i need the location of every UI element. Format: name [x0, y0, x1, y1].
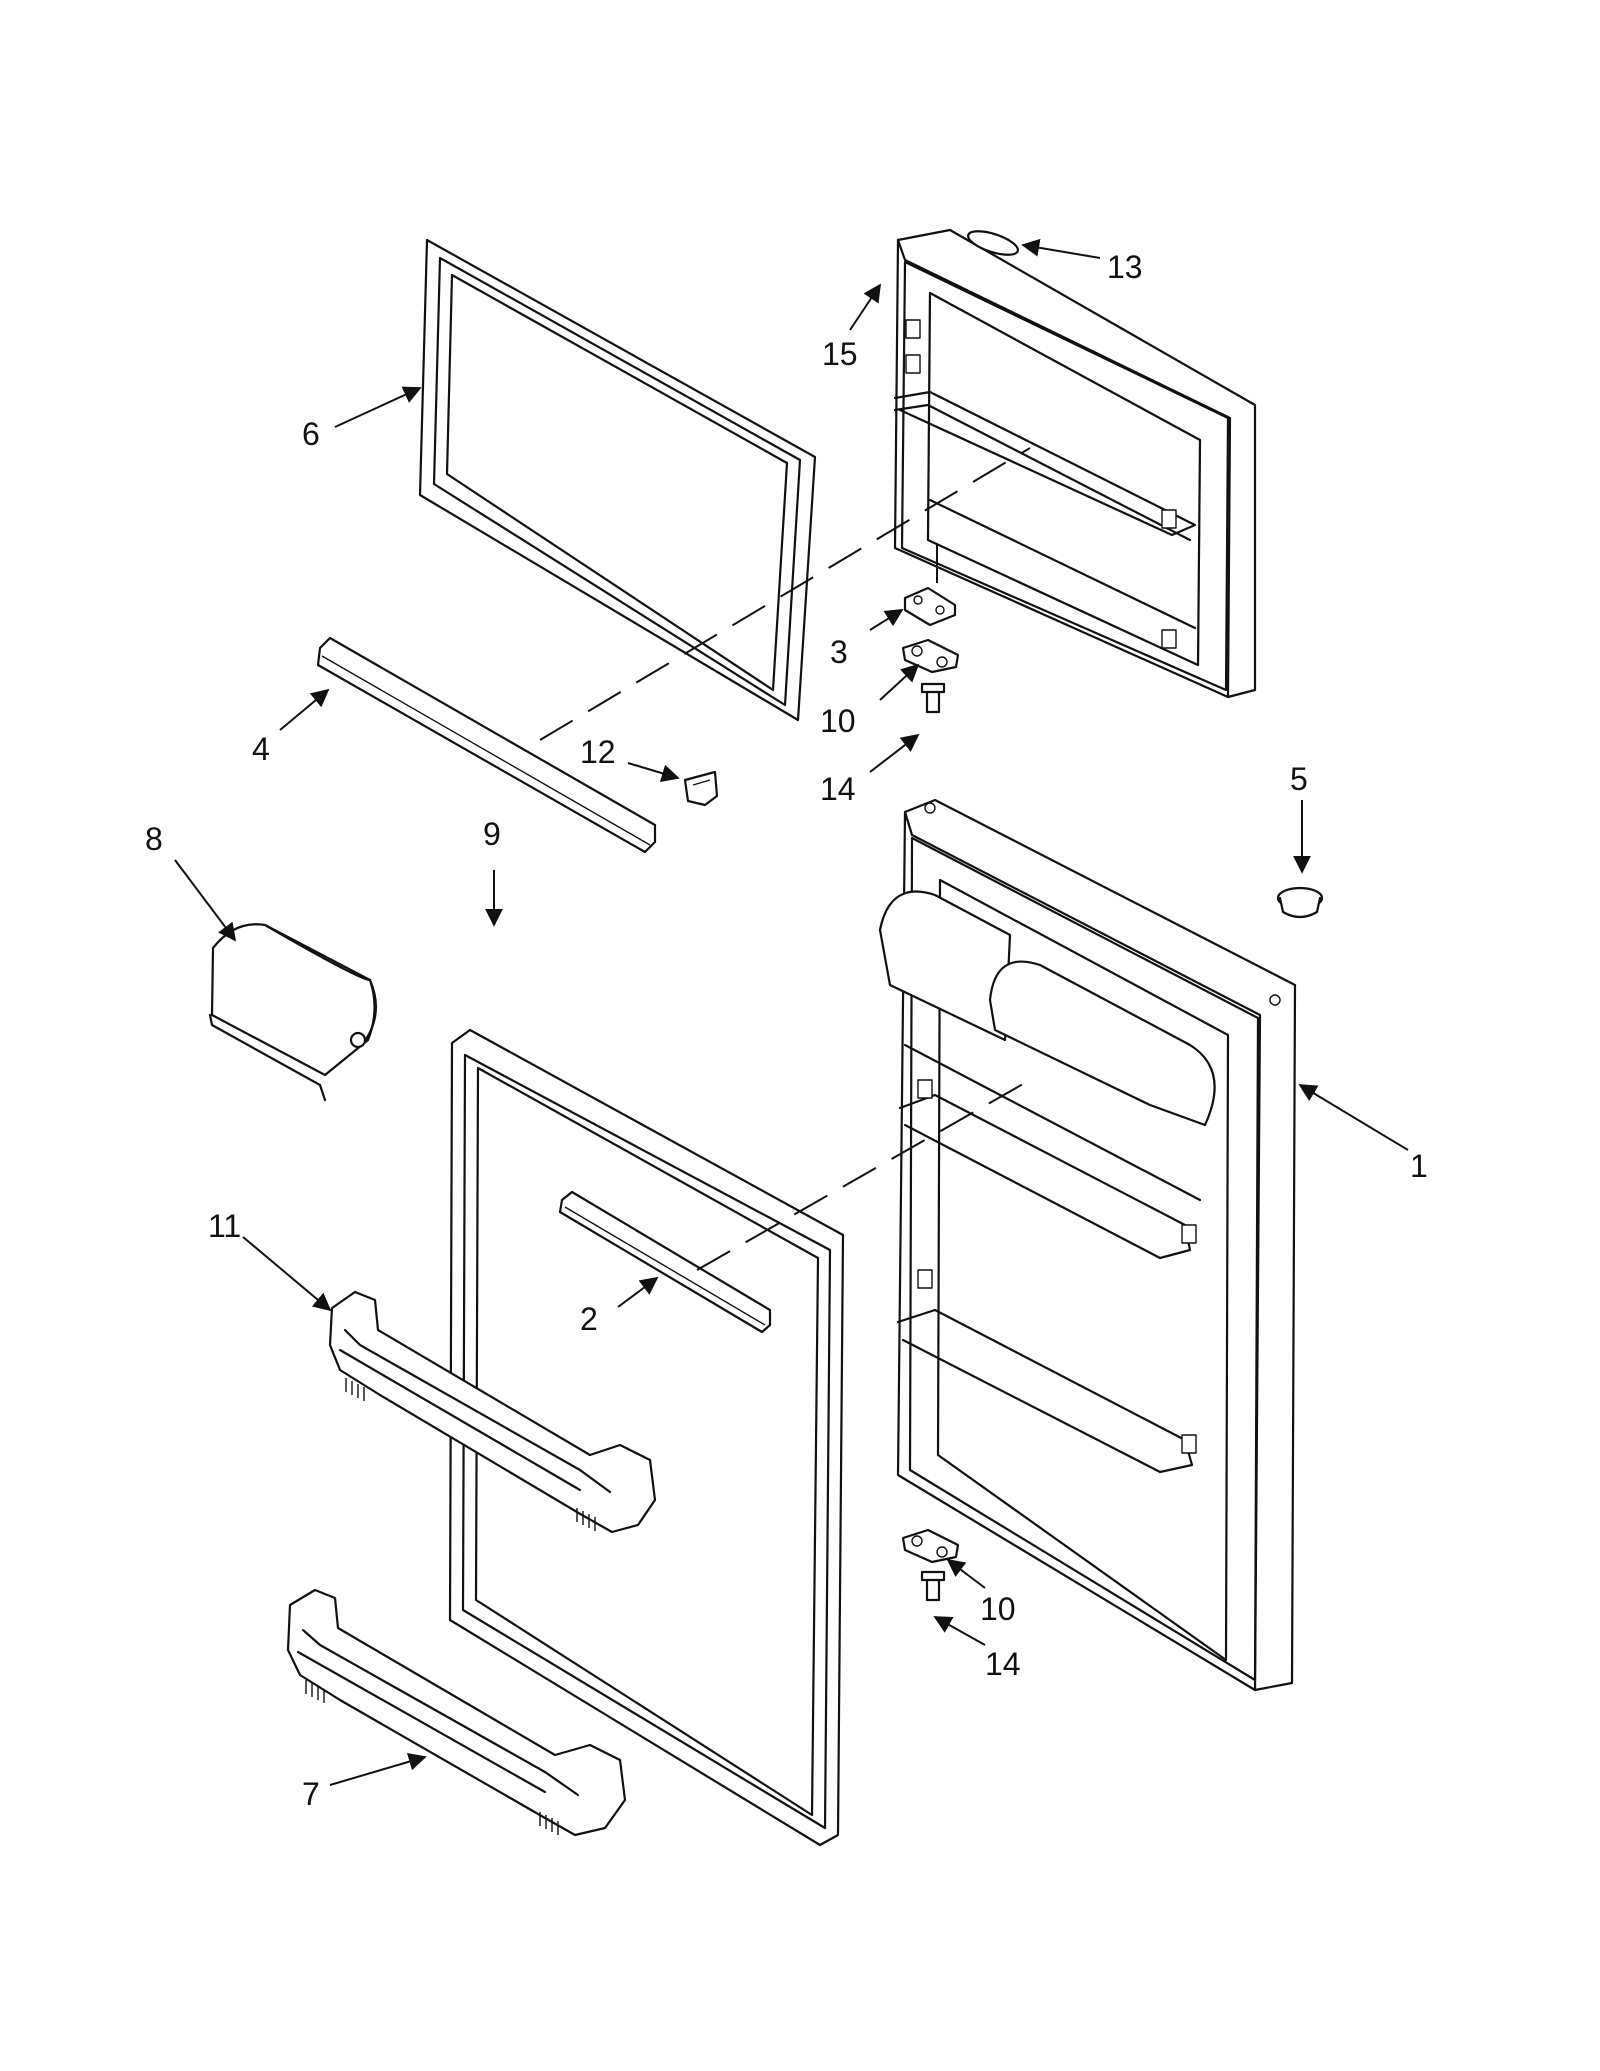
- callout-5: 5: [1290, 761, 1308, 797]
- leader-arrows: [174, 238, 1409, 1786]
- callout-1: 1: [1410, 1148, 1428, 1184]
- fresh-food-trim-strip: [558, 1190, 772, 1334]
- callout-7: 7: [302, 1776, 320, 1812]
- callout-6: 6: [302, 416, 320, 452]
- fresh-food-door: [878, 798, 1297, 1692]
- callout-10-lower: 10: [980, 1591, 1016, 1627]
- callout-14-lower: 14: [985, 1646, 1021, 1682]
- callout-12: 12: [580, 734, 616, 770]
- freezer-trim-strip: [316, 636, 657, 854]
- lower-hinge-assembly: [901, 1528, 960, 1602]
- door-shelf-bin-upper: [328, 1290, 657, 1534]
- hole-plug: [1276, 886, 1324, 919]
- callout-11: 11: [208, 1208, 241, 1244]
- freezer-door: [893, 228, 1257, 699]
- callout-4: 4: [252, 731, 270, 767]
- callout-2: 2: [580, 1301, 598, 1337]
- freezer-door-gasket: [418, 238, 817, 722]
- callout-13: 13: [1107, 249, 1143, 285]
- door-shelf-bin-lower: [286, 1588, 627, 1837]
- callout-10-upper: 10: [820, 703, 856, 739]
- callout-14-upper: 14: [820, 771, 856, 807]
- dairy-compartment-door: [208, 923, 377, 1102]
- callout-3: 3: [830, 634, 848, 670]
- alignment-lines: [539, 447, 1031, 1271]
- fresh-food-door-gasket: [448, 1028, 845, 1847]
- callout-15: 15: [822, 336, 858, 372]
- vent-slots-upper: [345, 1378, 596, 1531]
- door-clip-part: [683, 770, 719, 807]
- upper-hinge-assembly: [901, 586, 960, 714]
- vent-slots-lower: [305, 1680, 559, 1835]
- callout-9: 9: [483, 816, 501, 852]
- callout-labels: 1 2 3 4 5 6 7 8 9 10 10 11 12 13 14 14 1…: [145, 249, 1428, 1812]
- callout-8: 8: [145, 821, 163, 857]
